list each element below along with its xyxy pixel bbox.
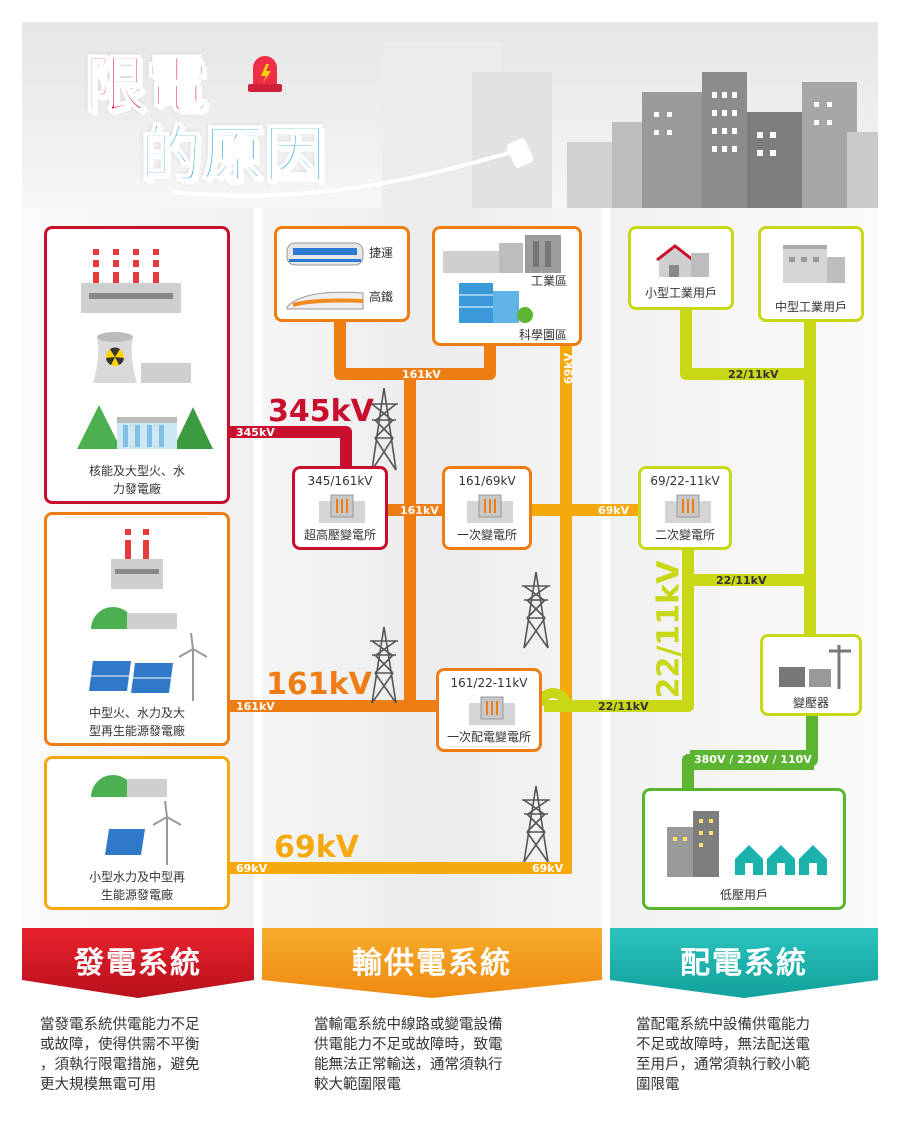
mid-industrial-box: 中型工業用戶 [758,226,864,322]
substation-icon [665,494,711,523]
title-line2: 的原因 [139,117,327,192]
transit-box: 捷運 高鐵 [274,226,410,322]
ultra-high-substation-box: 345/161kV 超高壓變電所 [292,466,388,550]
tower-icon [522,785,550,863]
line-345kv [228,426,352,480]
small-power-plant-box: 小型水力及中型再 生能源發電廠 [44,756,230,910]
mid-plant-label-2: 型再生能源發電廠 [88,724,185,738]
city-houses-icon [667,811,827,877]
transformer-label: 變壓器 [792,696,829,710]
voltage-69kv-vertical: 69kV [562,352,576,385]
mrt-train-icon [286,242,364,266]
solar-wind-icon [89,633,208,701]
substation-icon [467,494,513,523]
substation-ratio: 161/22-11kV [450,676,528,690]
small-industrial-label: 小型工業用戶 [644,286,717,300]
large-plant-label-2: 力發電廠 [112,482,161,496]
voltage-345kv-small: 345kV [236,426,275,439]
hsr-train-icon [286,291,364,310]
science-park-icon [459,283,533,323]
hydro-small-icon [91,607,177,629]
small-plant-label-2: 生能源發電廠 [100,888,173,902]
substation-icon [319,494,365,523]
voltage-69kv-mid: 69kV [598,504,630,517]
line-2211-top [680,310,816,380]
voltage-2211-mid: 22/11kV [716,574,767,587]
siren-icon [244,52,286,94]
distribution-description: 當配電系統中設備供電能力不足或故障時，無法配送電至用戶，通常須執行較小範圍限電 [636,1017,810,1093]
primary-substation-box: 161/69kV 一次變電所 [442,466,532,550]
voltage-2211-top: 22/11kV [728,368,779,381]
large-power-plant-box: 核能及大型火、水 力發電廠 [44,226,230,504]
substation-label: 二次變電所 [654,528,715,542]
small-plant-label-1: 小型水力及中型再 [88,870,185,884]
mrt-label: 捷運 [369,246,394,260]
transmission-description: 當輸電系統中線路或變電設備供電能力不足或故障時，致電能無法正常輸送，通常須執行較… [314,1017,503,1093]
transmission-title: 輸供電系統 [352,946,512,981]
generation-title: 發電系統 [74,946,202,981]
substation-label: 一次配電變電所 [446,730,531,744]
title-line1: 限電 [83,47,209,122]
distribution-substation-box: 161/22-11kV 一次配電變電所 [436,668,542,752]
small-factory-icon [656,244,709,277]
nuclear-plant-icon [93,332,191,383]
lv-voltage-bar [690,750,814,770]
secondary-substation-box: 69/22-11kV 二次變電所 [638,466,732,550]
mid-industrial-label: 中型工業用戶 [774,300,847,314]
tower-icon [370,626,398,704]
mid-power-plant-box: 中型火、水力及大 型再生能源發電廠 [44,512,230,746]
thermal-plant-icon [81,249,181,313]
generation-description: 當發電系統供電能力不足或故障，使得供需不平衡，須執行限電措施，避免更大規模無電可… [40,1017,200,1093]
low-voltage-user-box: 低壓用戶 [642,788,846,910]
small-industrial-box: 小型工業用戶 [628,226,734,310]
transformer-icon [779,645,851,689]
voltage-2211-low: 22/11kV [598,700,649,713]
large-plant-label-1: 核能及大型火、水 [88,464,185,478]
substation-label: 超高壓變電所 [303,528,376,542]
voltage-69kv-bottom: 69kV [532,862,564,875]
distribution-title: 配電系統 [680,946,808,981]
voltage-69kv-big: 69kV [274,830,359,865]
voltage-161kv-mid: 161kV [400,504,439,517]
distribution-banner: 配電系統 [610,928,878,998]
voltage-2211-big: 22/11kV [651,560,687,699]
hydro-plant-icon [77,405,213,449]
mid-factory-icon [783,245,845,283]
substation-icon [469,696,515,725]
factory-icon [443,235,561,273]
mid-plant-label-1: 中型火、水力及大 [88,706,185,720]
substation-ratio: 345/161kV [307,474,373,488]
low-voltage-label: 低壓用戶 [719,888,768,902]
hsr-label: 高鐵 [369,290,394,304]
lv-voltage-label: 380V / 220V / 110V [694,753,812,766]
voltage-161kv-small: 161kV [236,700,275,713]
industrial-park-box: 工業區 科學園區 [432,226,582,346]
solar-wind-icon [105,800,182,865]
line-2211-left [544,548,694,712]
science-park-label: 科學園區 [519,328,568,342]
city-skyline-icon [171,42,878,208]
voltage-345kv-big: 345kV [268,394,374,429]
tower-icon [522,571,550,649]
generation-banner: 發電系統 [22,928,254,998]
transmission-banner: 輸供電系統 [262,928,602,998]
substation-ratio: 161/69kV [458,474,516,488]
industrial-label: 工業區 [531,274,568,288]
tower-icon [370,387,398,471]
substation-label: 一次變電所 [456,528,517,542]
substation-ratio: 69/22-11kV [650,474,720,488]
voltage-161kv-top: 161kV [402,368,441,381]
thermal-plant-icon [111,529,163,589]
transformer-box: 變壓器 [760,634,862,716]
header-banner: 限電 的原因 [22,22,878,208]
hydro-small-icon [91,775,167,797]
voltage-69kv-small: 69kV [236,862,268,875]
voltage-161kv-big: 161kV [266,667,372,702]
